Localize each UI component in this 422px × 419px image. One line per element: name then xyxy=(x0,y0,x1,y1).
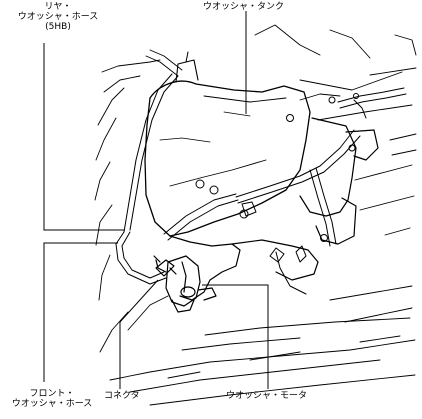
front-washer-hose xyxy=(163,87,407,295)
hose-top-upper xyxy=(145,49,341,101)
front-washer-hose-leader xyxy=(43,242,118,382)
front-washer-hose-label-line2: ウオッシャ・ホース xyxy=(11,399,93,409)
washer-tank xyxy=(144,51,311,237)
connector xyxy=(153,255,177,277)
rear-washer-hose-label: リヤ・ ウオッシャ・ホース (5HB) xyxy=(12,2,104,32)
right-bracket xyxy=(299,117,379,245)
hose-clips xyxy=(195,93,367,263)
washer-motor-label: ウオッシャ・モータ xyxy=(226,391,308,401)
connector-leader xyxy=(119,279,159,389)
leader-lines xyxy=(43,11,269,389)
front-washer-hose-label-line1: フロント・ xyxy=(29,389,75,399)
lower-reservoir xyxy=(169,235,319,301)
washer-tank-label: ウオッシャ・タンク xyxy=(203,2,285,12)
rear-washer-hose-label-line3: (5HB) xyxy=(45,22,71,32)
washer-motor xyxy=(155,255,217,313)
rear-washer-hose-label-line1: リヤ・ xyxy=(44,2,72,12)
rear-washer-hose xyxy=(115,73,179,285)
connector-label: コネクタ xyxy=(104,391,140,401)
rear-washer-hose-label-line2: ウオッシャ・ホース xyxy=(17,12,99,22)
front-washer-hose-label: フロント・ ウオッシャ・ホース xyxy=(4,389,100,409)
rear-washer-hose-leader xyxy=(43,43,124,231)
washer-motor-leader xyxy=(202,284,269,389)
vehicle-body-outline xyxy=(94,24,417,406)
